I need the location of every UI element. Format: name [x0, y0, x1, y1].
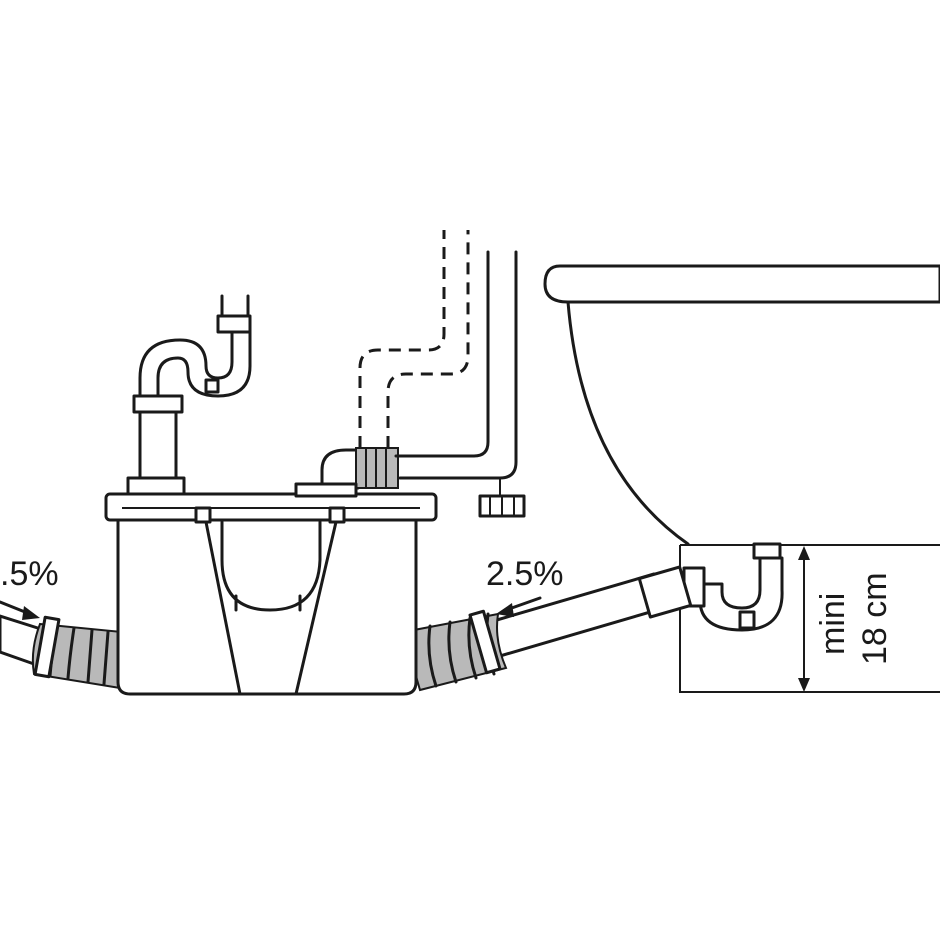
wall-pipes: [394, 250, 526, 518]
right-slope-label: 2.5%: [486, 555, 564, 593]
left-slope-label: .5%: [0, 555, 59, 593]
pump-unit: [104, 492, 438, 696]
height-label-line2: 18 cm: [856, 572, 894, 665]
left-inlet-pipe: [0, 614, 126, 690]
dashed-pipe-route: [358, 230, 470, 448]
left-inlet-coupling: [31, 615, 126, 690]
bathtub-trap: [682, 542, 784, 632]
left-flow-arrow: [0, 600, 40, 620]
bathtub: [543, 264, 940, 546]
elbow-inlet: [294, 447, 399, 498]
right-flow-arrow: [496, 596, 542, 617]
discharge-pipe: [126, 294, 252, 496]
right-inlet-coupling: [411, 609, 508, 692]
right-inlet-pipe: [411, 565, 693, 692]
height-label-line1: mini: [814, 593, 852, 655]
height-dimension-arrow: [798, 546, 810, 692]
